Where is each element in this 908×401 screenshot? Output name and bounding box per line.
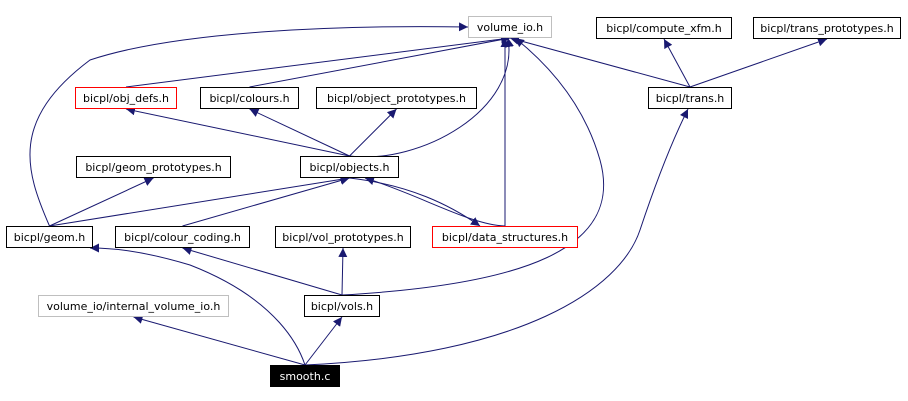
node-colour-coding-h[interactable]: bicpl/colour_coding.h <box>115 226 250 248</box>
edge-colours-h-to-volume-io-h <box>249 35 511 88</box>
edge-objects-h-to-data-structures-h <box>349 177 481 227</box>
node-vols-h[interactable]: bicpl/vols.h <box>304 295 380 317</box>
node-data-structures-h[interactable]: bicpl/data_structures.h <box>432 226 578 248</box>
node-geom-prototypes-h[interactable]: bicpl/geom_prototypes.h <box>76 156 231 178</box>
edge-trans-h-to-compute-xfm-h <box>663 38 691 88</box>
edge-vols-h-to-vol-prototypes-h <box>338 247 348 296</box>
node-trans-prototypes-h[interactable]: bicpl/trans_prototypes.h <box>753 17 901 39</box>
edge-trans-h-to-volume-io-h <box>509 36 691 88</box>
node-trans-h[interactable]: bicpl/trans.h <box>648 87 732 109</box>
edge-obj-defs-h-to-volume-io-h <box>125 34 511 88</box>
node-internal-volume-io-h[interactable]: volume_io/internal_volume_io.h <box>38 295 229 317</box>
edge-trans-h-to-trans-prototypes-h <box>689 37 828 88</box>
edge-objects-h-to-object-prototypes-h <box>349 108 397 157</box>
edge-colour-coding-h-to-objects-h <box>182 176 350 227</box>
node-geom-h[interactable]: bicpl/geom.h <box>6 226 93 248</box>
edge-vols-h-to-colour-coding-h <box>182 246 343 296</box>
node-objects-h[interactable]: bicpl/objects.h <box>300 156 399 178</box>
edge-data-structures-h-to-objects-h <box>364 176 506 227</box>
edge-objects-h-to-obj-defs-h <box>125 106 350 157</box>
edge-geom-h-to-geom-prototypes-h <box>49 177 154 227</box>
edge-smooth-c-to-geom-h <box>89 243 306 366</box>
node-vol-prototypes-h[interactable]: bicpl/vol_prototypes.h <box>275 226 411 248</box>
node-colours-h[interactable]: bicpl/colours.h <box>200 87 299 109</box>
edge-vols-h-to-volume-io-h <box>341 37 605 296</box>
node-obj-defs-h[interactable]: bicpl/obj_defs.h <box>75 87 177 109</box>
edge-smooth-c-to-internal-volume-io-h <box>133 315 306 366</box>
node-smooth-c[interactable]: smooth.c <box>270 365 340 387</box>
node-volume-io-h[interactable]: volume_io.h <box>468 16 552 38</box>
edge-geom-h-to-objects-h <box>49 174 350 227</box>
edge-smooth-c-to-trans-h <box>304 108 689 366</box>
edge-smooth-c-to-vols-h <box>304 316 343 366</box>
edge-objects-h-to-colours-h <box>249 108 350 157</box>
node-compute-xfm-h[interactable]: bicpl/compute_xfm.h <box>596 17 732 39</box>
edge-geom-h-to-volume-io-h <box>29 22 469 227</box>
node-object-prototypes-h[interactable]: bicpl/object_prototypes.h <box>316 87 477 109</box>
